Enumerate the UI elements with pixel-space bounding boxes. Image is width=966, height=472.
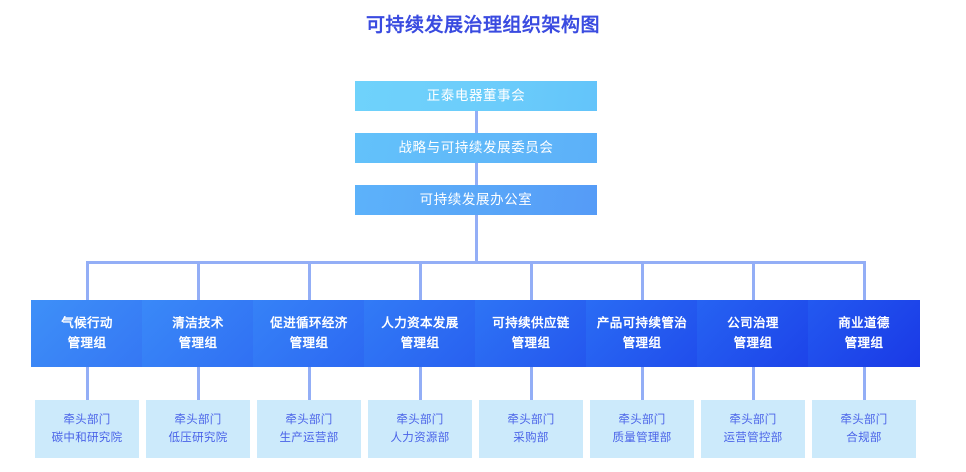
group-box-7-line2: 管理组 (733, 335, 773, 350)
group-box-8[interactable]: 商业道德 管理组 (808, 300, 920, 367)
connector-bus-to-group-7 (752, 261, 755, 300)
page-title: 可持续发展治理组织架构图 (365, 15, 600, 36)
group-box-8-line1: 商业道德 (838, 316, 890, 331)
group-box-5[interactable]: 可持续供应链 管理组 (475, 300, 587, 367)
group-box-6[interactable]: 产品可持续管治 管理组 (586, 300, 698, 367)
connector-bus-to-group-3 (308, 261, 311, 300)
dept-box-4[interactable]: 牵头部门 人力资源部 (368, 400, 472, 458)
group-box-7-line1: 公司治理 (727, 316, 779, 331)
org-box-committee[interactable]: 战略与可持续发展委员会 (355, 133, 597, 163)
dept-box-1-line2: 碳中和研究院 (51, 432, 123, 444)
group-box-8-line2: 管理组 (844, 335, 884, 350)
group-box-1-line2: 管理组 (67, 335, 107, 350)
dept-box-4-line1: 牵头部门 (396, 413, 444, 426)
group-box-3-line1: 促进循环经济 (270, 316, 348, 331)
connector-office-to-bus (474, 215, 478, 262)
group-box-4[interactable]: 人力资本发展 管理组 (364, 300, 476, 367)
group-box-6-line2: 管理组 (622, 335, 662, 350)
dept-box-3[interactable]: 牵头部门 生产运营部 (257, 400, 361, 458)
connector-bus-to-group-2 (197, 261, 200, 300)
dept-box-7[interactable]: 牵头部门 运营管控部 (701, 400, 805, 458)
dept-box-7-line1: 牵头部门 (729, 413, 777, 426)
connector-group-to-dept-7 (752, 367, 755, 400)
connector-horizontal-bus (86, 261, 865, 264)
dept-box-5-line2: 采购部 (513, 432, 549, 444)
group-box-7[interactable]: 公司治理 管理组 (697, 300, 809, 367)
dept-box-3-line1: 牵头部门 (285, 413, 333, 426)
group-box-2[interactable]: 清洁技术 管理组 (142, 300, 254, 367)
group-box-3-line2: 管理组 (289, 335, 329, 350)
dept-box-8[interactable]: 牵头部门 合规部 (812, 400, 916, 458)
dept-box-6-line1: 牵头部门 (618, 413, 666, 426)
dept-box-4-line2: 人力资源部 (390, 432, 450, 444)
connector-group-to-dept-8 (863, 367, 866, 400)
dept-box-2-line1: 牵头部门 (174, 413, 222, 426)
connector-bus-to-group-4 (419, 261, 422, 300)
dept-box-7-line2: 运营管控部 (723, 432, 783, 444)
connector-group-to-dept-6 (641, 367, 644, 400)
group-box-2-line1: 清洁技术 (172, 316, 224, 331)
dept-box-5-line1: 牵头部门 (507, 413, 555, 426)
connector-group-to-dept-2 (197, 367, 200, 400)
group-box-6-line1: 产品可持续管治 (596, 316, 688, 331)
dept-box-2[interactable]: 牵头部门 低压研究院 (146, 400, 250, 458)
group-box-4-line2: 管理组 (400, 335, 440, 350)
connector-group-to-dept-4 (419, 367, 422, 400)
connector-bus-to-group-6 (641, 261, 644, 300)
connector-group-to-dept-5 (530, 367, 533, 400)
group-box-2-line2: 管理组 (178, 335, 218, 350)
group-box-1-line1: 气候行动 (61, 316, 113, 331)
dept-box-3-line2: 生产运营部 (279, 432, 339, 444)
connector-bus-to-group-8 (863, 261, 866, 300)
connector-bus-to-group-5 (530, 261, 533, 300)
dept-box-5[interactable]: 牵头部门 采购部 (479, 400, 583, 458)
dept-box-6[interactable]: 牵头部门 质量管理部 (590, 400, 694, 458)
group-box-1[interactable]: 气候行动 管理组 (31, 300, 143, 367)
dept-box-8-line2: 合规部 (846, 432, 882, 444)
org-box-office[interactable]: 可持续发展办公室 (355, 185, 597, 215)
group-box-4-line1: 人力资本发展 (381, 316, 459, 331)
group-box-5-line2: 管理组 (511, 335, 551, 350)
org-box-board[interactable]: 正泰电器董事会 (355, 81, 597, 111)
group-box-5-line1: 可持续供应链 (492, 316, 570, 331)
dept-box-6-line2: 质量管理部 (612, 432, 672, 444)
dept-box-8-line1: 牵头部门 (840, 413, 888, 426)
connector-group-to-dept-1 (86, 367, 89, 400)
dept-box-2-line2: 低压研究院 (168, 432, 228, 444)
dept-box-1-line1: 牵头部门 (63, 413, 111, 426)
connector-committee-to-office (474, 163, 478, 185)
connector-bus-to-group-1 (86, 261, 89, 300)
dept-box-1[interactable]: 牵头部门 碳中和研究院 (35, 400, 139, 458)
connector-board-to-committee (474, 111, 478, 133)
group-box-3[interactable]: 促进循环经济 管理组 (253, 300, 365, 367)
connector-group-to-dept-3 (308, 367, 311, 400)
